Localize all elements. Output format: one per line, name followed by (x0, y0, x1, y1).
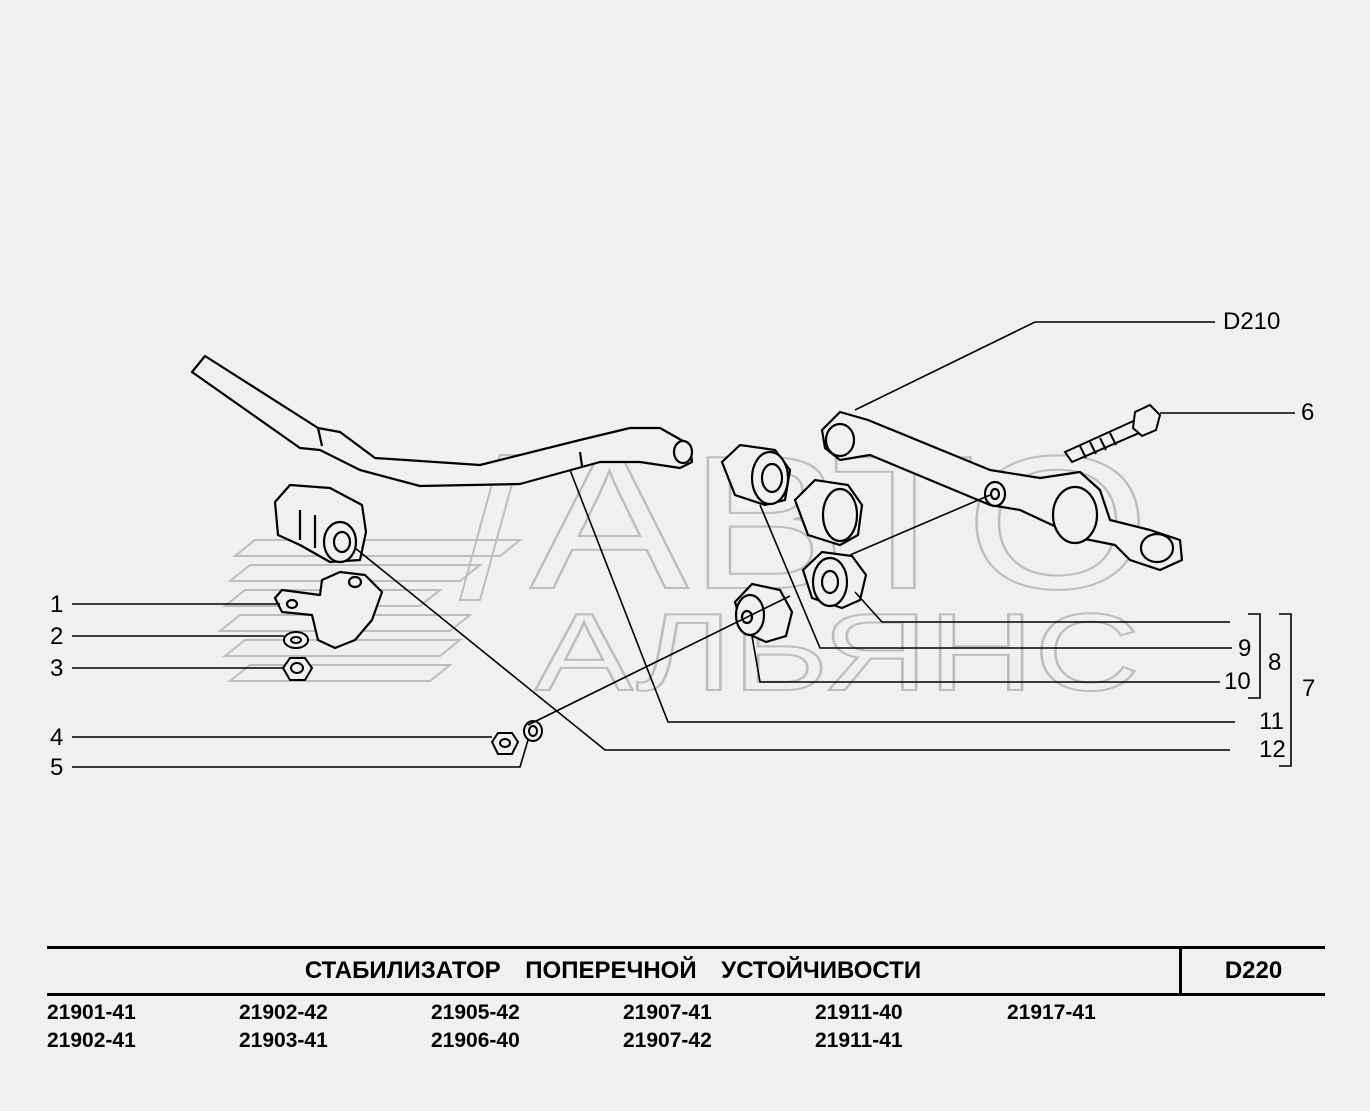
silent-block-upper (720, 443, 792, 507)
bushing-9 (793, 478, 864, 547)
callout-9: 9 (1238, 635, 1252, 662)
leader-lines (72, 321, 1295, 768)
callout-10: 10 (1224, 668, 1251, 695)
callout-11: 11 (1259, 708, 1284, 735)
nut-3 (281, 657, 314, 681)
model-code: 21911-41 (815, 1029, 903, 1052)
parts-diagram: АВТО АЛЬЯНС (72, 321, 1295, 768)
bushing-clamp (273, 570, 384, 650)
callout-ref-d210: D210 (1223, 308, 1281, 335)
leader-axis-upper (849, 494, 991, 556)
model-code: 21907-41 (623, 1001, 712, 1024)
model-list: 21901-41 21902-42 21905-42 21907-41 2191… (47, 1001, 1327, 1053)
callout-6: 6 (1301, 399, 1315, 426)
callout-12: 12 (1259, 736, 1286, 763)
callout-2: 2 (50, 623, 64, 650)
bracket-8 (1248, 613, 1261, 699)
leader-4-5-axis (527, 595, 791, 726)
washer-5 (523, 720, 543, 742)
callout-5: 5 (50, 754, 64, 781)
model-code: 21911-40 (815, 1001, 903, 1024)
model-code: 21905-42 (431, 1001, 520, 1024)
model-code: 21902-42 (239, 1001, 328, 1024)
bracket-7 (1279, 613, 1292, 767)
model-code: 21906-40 (431, 1029, 520, 1052)
title-bar: СТАБИЛИЗАТОР ПОПЕРЕЧНОЙ УСТОЙЧИВОСТИ D22… (47, 946, 1325, 996)
leader-5 (72, 739, 529, 768)
washer-2 (283, 631, 309, 649)
nut-4 (490, 732, 520, 755)
bar-bushing-left (273, 483, 368, 564)
leader-11 (569, 469, 1235, 723)
callout-1: 1 (50, 591, 64, 618)
section-code: D220 (1224, 957, 1283, 984)
callout-3: 3 (50, 655, 64, 682)
bolt-6 (1063, 403, 1162, 464)
leader-9 (854, 591, 1230, 623)
model-code: 21901-41 (47, 1001, 136, 1024)
watermark-line-2: АЛЬЯНС (535, 591, 1140, 714)
silent-block-lower (733, 582, 794, 644)
callout-8: 8 (1268, 649, 1282, 676)
callout-7: 7 (1302, 675, 1316, 702)
leader-9b (759, 504, 1232, 649)
leader-10 (751, 635, 1220, 683)
leader-d210 (854, 321, 1215, 411)
title-divider (1179, 949, 1182, 993)
watermark-stripes (217, 454, 523, 682)
callout-4: 4 (50, 724, 64, 751)
model-code: 21917-41 (1007, 1001, 1096, 1024)
leader-12 (354, 547, 1230, 751)
page-title: СТАБИЛИЗАТОР ПОПЕРЕЧНОЙ УСТОЙЧИВОСТИ (304, 957, 922, 984)
link-arm (820, 410, 1184, 572)
model-code: 21907-42 (623, 1029, 712, 1052)
bushing-10 (801, 550, 868, 610)
model-code: 21903-41 (239, 1029, 328, 1052)
model-code: 21902-41 (47, 1029, 136, 1052)
stabilizer-bar (190, 354, 694, 488)
